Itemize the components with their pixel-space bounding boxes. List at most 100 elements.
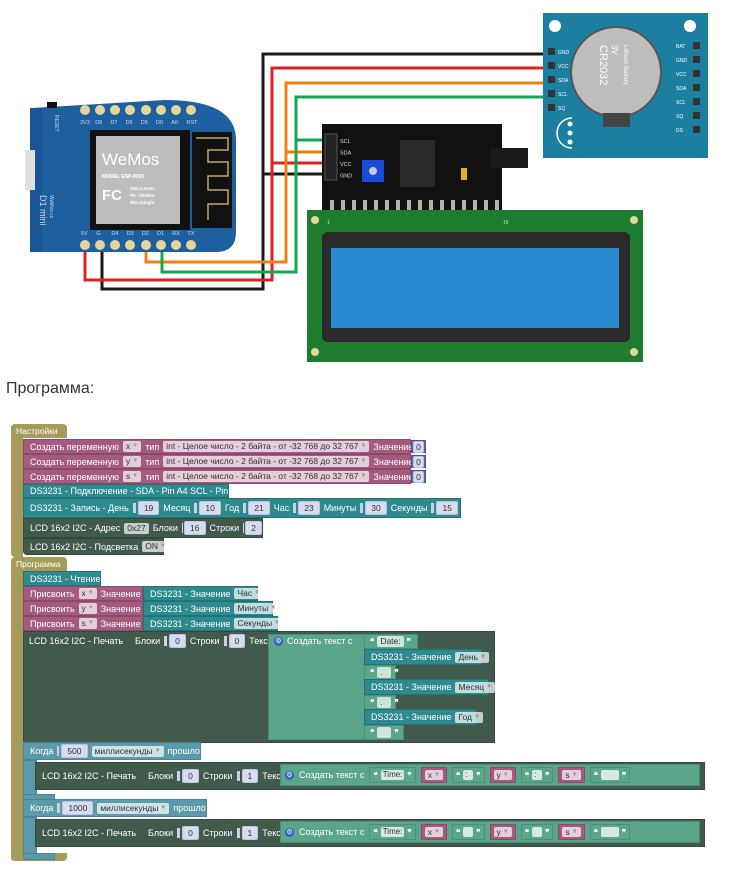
ds3231-field-dropdown[interactable]: Час▼	[234, 588, 264, 599]
print-row-input[interactable]: 1	[241, 769, 259, 783]
rows-input[interactable]: 2	[245, 521, 262, 535]
lcd-init-block[interactable]: LCD 16x2 I2C - Адрес 0x27 Блоки 16 Строк…	[23, 518, 263, 538]
create-text-block[interactable]	[268, 634, 366, 740]
assign-variable-dropdown[interactable]: y▼	[78, 603, 97, 614]
setup-hat-block[interactable]: Настройки	[11, 424, 67, 438]
assign-variable-dropdown[interactable]: x▼	[78, 588, 97, 599]
hour-input[interactable]: 23	[298, 501, 320, 515]
variable-get-block[interactable]: y▼	[489, 767, 516, 783]
variable-name-dropdown[interactable]: x▼	[122, 441, 142, 452]
ds3231-field-dropdown[interactable]: Секунды▼	[234, 618, 284, 629]
ds3231-read-block[interactable]: DS3231 - Чтение	[23, 571, 101, 586]
number-block[interactable]: 0	[411, 470, 426, 483]
text-literal-block[interactable]: ❝ ❞	[451, 824, 485, 840]
text-literal-field[interactable]: Time:	[380, 827, 405, 837]
text-literal-block[interactable]: ❝:❞	[520, 767, 554, 783]
variable-type-dropdown[interactable]: int - Целое число - 2 байта - от -32 768…	[163, 441, 370, 452]
variable-type-dropdown[interactable]: int - Целое число - 2 байта - от -32 768…	[163, 456, 370, 467]
text-literal-field[interactable]: .	[377, 697, 392, 708]
time-unit-dropdown[interactable]: миллисекунды▼	[91, 745, 164, 757]
variable-get-block[interactable]: x▼	[420, 767, 447, 783]
variable-name-dropdown[interactable]: y▼	[122, 456, 142, 467]
variable-get-block[interactable]: x▼	[420, 824, 447, 840]
gear-icon[interactable]: ⚙	[274, 636, 283, 646]
variable-dropdown[interactable]: s▼	[562, 770, 581, 780]
initial-value-input[interactable]: 0	[413, 440, 424, 453]
ds3231-write-block[interactable]: DS3231 - Запись - День 19 Месяц 10 Год 2…	[23, 498, 461, 518]
variable-type-dropdown[interactable]: int - Целое число - 2 байта - от -32 768…	[163, 471, 370, 482]
text-literal-block[interactable]: ❝❞	[589, 767, 631, 783]
ds3231-field-dropdown[interactable]: День▼	[455, 651, 489, 663]
number-block[interactable]: 0	[411, 455, 426, 468]
text-literal-block[interactable]: ❝❞	[364, 725, 404, 740]
text-literal-block[interactable]: ❝ ❞	[520, 824, 554, 840]
variable-dropdown[interactable]: x▼	[424, 770, 443, 780]
month-input[interactable]: 10	[199, 501, 221, 515]
initial-value-input[interactable]: 0	[413, 470, 424, 483]
print-row-input[interactable]: 0	[228, 634, 246, 648]
text-literal-field[interactable]: :	[532, 770, 543, 780]
year-input[interactable]: 21	[248, 501, 270, 515]
gear-icon[interactable]: ⚙	[285, 770, 294, 780]
lcd-address-field[interactable]: 0x27	[124, 522, 149, 534]
text-literal-field[interactable]: .	[377, 667, 392, 678]
create-text-block[interactable]: ⚙Создать текст с❝Time:❞x▼❝:❞y▼❝:❞s▼❝❞	[280, 764, 700, 786]
variable-dropdown[interactable]: y▼	[493, 770, 512, 780]
variable-dropdown[interactable]: x▼	[424, 827, 443, 837]
variable-get-block[interactable]: s▼	[558, 824, 585, 840]
assign-variable-dropdown[interactable]: s▼	[78, 618, 97, 629]
ds3231-field-dropdown[interactable]: Минуты▼	[234, 603, 280, 614]
program-hat-block[interactable]: Программа	[11, 557, 67, 571]
ds3231-connect-block[interactable]: DS3231 - Подключение - SDA - Pin A4 SCL …	[23, 484, 241, 498]
text-literal-field[interactable]	[463, 827, 474, 837]
text-literal-block[interactable]: ❝.❞	[364, 665, 399, 680]
text-literal-field[interactable]: :	[463, 770, 474, 780]
interval-ms-input[interactable]: 1000	[62, 801, 94, 815]
text-literal-field[interactable]	[600, 770, 619, 780]
day-input[interactable]: 19	[137, 501, 160, 515]
ds3231-field-dropdown[interactable]: Месяц▼	[455, 681, 496, 693]
variable-get-block[interactable]: y▼	[489, 824, 516, 840]
lcd-backlight-block[interactable]: LCD 16x2 I2C - Подсветка ON▼	[23, 538, 169, 555]
gear-icon[interactable]: ⚙	[285, 827, 294, 837]
variable-dropdown[interactable]: s▼	[562, 827, 581, 837]
backlight-dropdown[interactable]: ON▼	[142, 541, 169, 552]
print-col-input[interactable]: 0	[169, 634, 186, 648]
text-literal-field[interactable]: Date:	[377, 636, 404, 647]
initial-value-input[interactable]: 0	[413, 455, 424, 468]
minutes-input[interactable]: 30	[365, 501, 387, 515]
variable-name-dropdown[interactable]: s▼	[122, 471, 142, 482]
text-literal-field[interactable]	[532, 827, 543, 837]
text-literal-block[interactable]: ❝Time:❞	[369, 767, 416, 783]
number-block[interactable]: 0	[411, 440, 426, 453]
interval-ms-input[interactable]: 500	[61, 744, 88, 758]
text-literal-block[interactable]: ❝Date:❞	[364, 634, 418, 649]
ds3231-field-dropdown[interactable]: Год▼	[455, 711, 483, 723]
text-literal-field[interactable]	[600, 827, 619, 837]
variable-dropdown[interactable]: y▼	[493, 827, 512, 837]
text-literal-field[interactable]	[377, 727, 392, 738]
text-literal-block[interactable]: ❝❞	[589, 824, 631, 840]
print-col-input[interactable]: 0	[182, 826, 199, 840]
time-unit-dropdown[interactable]: миллисекунды▼	[97, 802, 170, 814]
print-row-input[interactable]: 1	[241, 826, 259, 840]
text-literal-block[interactable]: ❝Time:❞	[369, 824, 416, 840]
cols-input[interactable]: 16	[184, 521, 206, 535]
text-literal-block[interactable]: ❝:❞	[451, 767, 485, 783]
print-col-input[interactable]: 0	[182, 769, 199, 783]
create-text-block[interactable]: ⚙Создать текст с❝Time:❞x▼❝ ❞y▼❝ ❞s▼❝❞	[280, 821, 700, 843]
